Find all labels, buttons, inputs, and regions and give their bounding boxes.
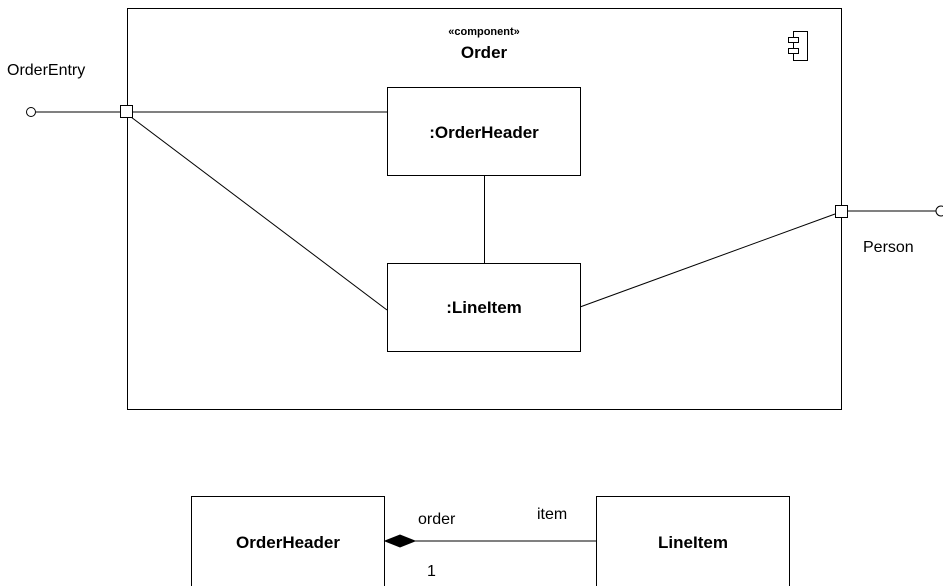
connector-lineitem-to-port xyxy=(579,213,836,308)
role-order-label: order xyxy=(418,511,456,528)
right-interface-ball xyxy=(935,205,943,217)
class-orderheader xyxy=(191,496,385,586)
component-icon xyxy=(788,31,808,61)
part-orderheader-label: :OrderHeader xyxy=(429,123,539,142)
left-port xyxy=(120,105,133,118)
composition-diamond xyxy=(383,534,417,548)
component-name: Order xyxy=(461,43,508,62)
class-lineitem-label: LineItem xyxy=(658,533,728,552)
part-orderheader xyxy=(387,87,581,176)
class-lineitem xyxy=(596,496,790,586)
part-lineitem-label: :LineItem xyxy=(446,298,522,317)
right-interface-label: Person xyxy=(863,239,914,256)
right-port xyxy=(835,205,848,218)
left-interface-label: OrderEntry xyxy=(7,62,85,79)
part-lineitem xyxy=(387,263,581,352)
class-orderheader-label: OrderHeader xyxy=(236,533,340,552)
connector-port-to-lineitem xyxy=(130,116,388,311)
role-item-label: item xyxy=(537,506,567,523)
left-interface-ball xyxy=(26,107,36,117)
component-stereotype: «component» xyxy=(448,26,520,38)
multiplicity-label: 1 xyxy=(427,563,436,580)
